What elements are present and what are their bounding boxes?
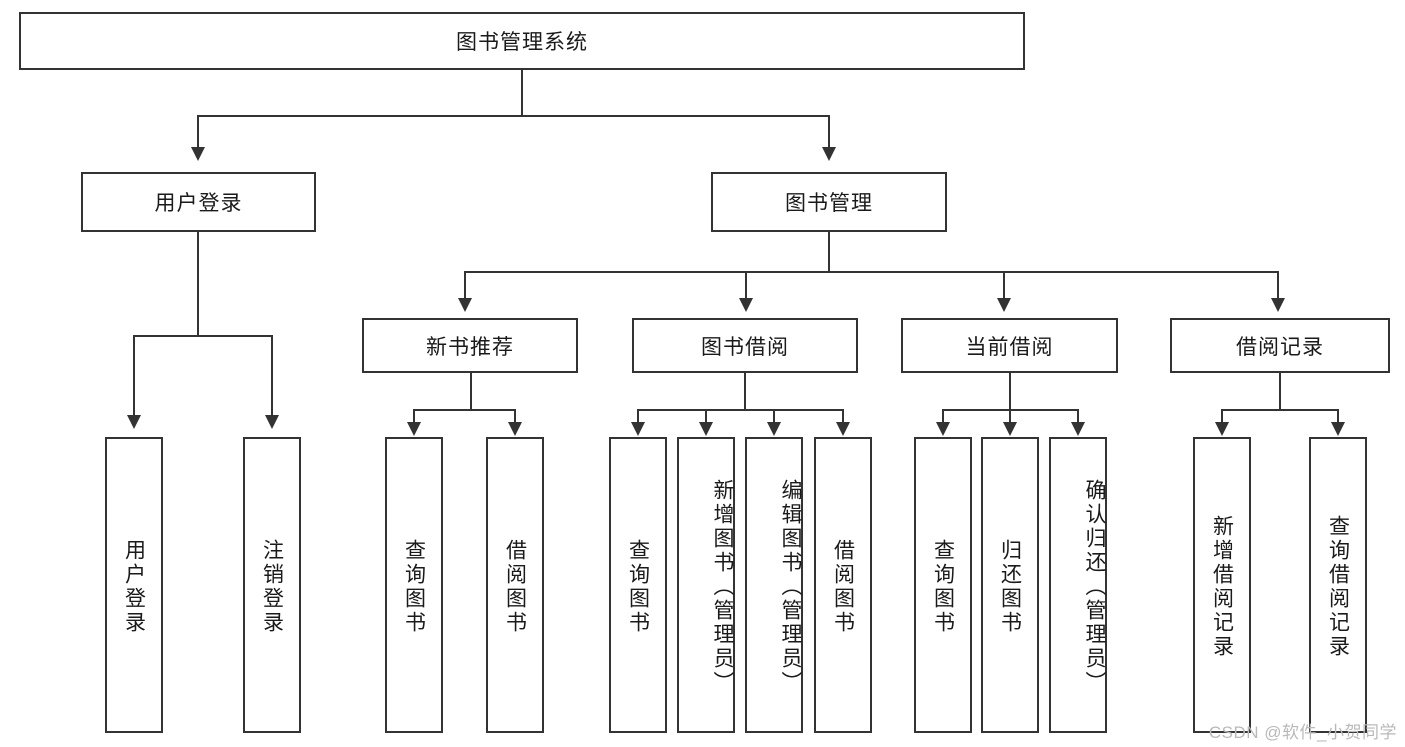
node-book-borrow-label: 图书借阅 [701,335,789,359]
connector-current-borrow-drop-2 [1077,409,1079,422]
leaf-borrow-record-1[interactable]: 查询借阅记录 [1309,437,1367,733]
connector-book-borrow-drop-2 [773,409,775,422]
leaf-new-book-0[interactable]: 查询图书 [385,437,443,733]
arrowhead-leaf-current-borrow-0 [936,422,950,436]
leaf-user-login-1[interactable]: 注销登录 [243,437,301,733]
leaf-book-borrow-3[interactable]: 借阅图书 [814,437,872,733]
node-user-login[interactable]: 用户登录 [81,172,316,232]
arrowhead-current-borrow [997,298,1011,312]
leaf-borrow-record-0[interactable]: 新增借阅记录 [1193,437,1251,733]
connector-user-login-bus [133,335,272,337]
connector-current-borrow-drop-1 [1009,409,1011,422]
arrowhead-book-borrow [739,298,753,312]
connector-current-borrow-drop-0 [942,409,944,422]
connector-borrow-record-drop-1 [1337,409,1339,422]
connector-user-login-drop-1 [271,335,273,415]
arrowhead-new-book [458,298,472,312]
arrowhead-leaf-user-login-0 [127,415,141,429]
leaf-current-borrow-1[interactable]: 归还图书 [981,437,1039,733]
connector-user-login-stem [197,232,199,335]
leaf-current-borrow-0[interactable]: 查询图书 [914,437,972,733]
leaf-current-borrow-1-label: 归还图书 [998,539,1022,635]
connector-borrow-record-stem [1279,373,1281,409]
connector-book-mgmt-drop-1 [745,271,747,298]
connector-book-borrow-drop-0 [637,409,639,422]
connector-book-borrow-stem [744,373,746,409]
arrowhead-leaf-book-borrow-1 [699,422,713,436]
node-book-borrow[interactable]: 图书借阅 [632,318,858,373]
node-new-book-recommend[interactable]: 新书推荐 [362,318,578,373]
connector-root-drop-left [197,115,199,147]
node-current-borrow-label: 当前借阅 [965,335,1054,359]
connector-book-borrow-drop-1 [705,409,707,422]
leaf-user-login-1-label: 注销登录 [260,539,284,635]
arrowhead-leaf-book-borrow-2 [767,422,781,436]
node-current-borrow[interactable]: 当前借阅 [901,318,1118,373]
connector-root-drop-right [828,115,830,147]
connector-book-borrow-drop-3 [842,409,844,422]
node-book-management[interactable]: 图书管理 [711,172,947,232]
node-user-login-label: 用户登录 [154,192,243,215]
leaf-book-borrow-1-label: 新增图书（管理员） [711,479,734,695]
connector-current-borrow-stem [1009,373,1011,409]
node-new-book-recommend-label: 新书推荐 [426,335,514,359]
arrowhead-leaf-book-borrow-0 [631,422,645,436]
node-book-management-label: 图书管理 [785,192,873,215]
connector-new-book-bus [413,409,515,411]
arrowhead-book-mgmt [822,147,836,161]
arrowhead-user-login [191,147,205,161]
leaf-current-borrow-2-label: 确认归还（管理员） [1083,479,1106,695]
arrowhead-leaf-current-borrow-2 [1071,422,1085,436]
arrowhead-borrow-record [1271,298,1285,312]
connector-root-stem [521,70,523,115]
leaf-borrow-record-1-label: 查询借阅记录 [1326,515,1350,659]
arrowhead-leaf-new-book-1 [508,422,522,436]
arrowhead-leaf-new-book-0 [407,422,421,436]
leaf-current-borrow-2[interactable]: 确认归还（管理员） [1049,437,1107,733]
connector-book-mgmt-drop-2 [1003,271,1005,298]
leaf-new-book-1-label: 借阅图书 [503,539,527,635]
leaf-book-borrow-2[interactable]: 编辑图书（管理员） [745,437,803,733]
connector-borrow-record-drop-0 [1221,409,1223,422]
leaf-book-borrow-0[interactable]: 查询图书 [609,437,667,733]
leaf-user-login-0[interactable]: 用户登录 [105,437,163,733]
node-root-label: 图书管理系统 [456,31,588,54]
arrowhead-leaf-current-borrow-1 [1003,422,1017,436]
arrowhead-leaf-user-login-1 [265,415,279,429]
connector-new-book-drop-0 [413,409,415,422]
connector-book-mgmt-stem [828,232,830,271]
leaf-book-borrow-1[interactable]: 新增图书（管理员） [677,437,735,733]
leaf-user-login-0-label: 用户登录 [122,539,146,635]
connector-new-book-drop-1 [514,409,516,422]
connector-book-mgmt-bus [464,271,1278,273]
connector-book-mgmt-drop-0 [464,271,466,298]
connector-root-bus [197,115,830,117]
arrowhead-leaf-book-borrow-3 [836,422,850,436]
connector-book-mgmt-drop-3 [1277,271,1279,298]
node-root[interactable]: 图书管理系统 [19,12,1025,70]
leaf-book-borrow-0-label: 查询图书 [626,539,650,635]
connector-book-borrow-bus [637,409,844,411]
arrowhead-leaf-borrow-record-0 [1215,422,1229,436]
node-borrow-record[interactable]: 借阅记录 [1170,318,1390,373]
leaf-borrow-record-0-label: 新增借阅记录 [1210,515,1234,659]
leaf-book-borrow-2-label: 编辑图书（管理员） [779,479,802,695]
leaf-new-book-1[interactable]: 借阅图书 [486,437,544,733]
leaf-new-book-0-label: 查询图书 [402,539,426,635]
connector-new-book-stem [470,373,472,409]
leaf-book-borrow-3-label: 借阅图书 [831,539,855,635]
connector-borrow-record-bus [1221,409,1338,411]
node-borrow-record-label: 借阅记录 [1236,335,1324,359]
connector-user-login-drop-0 [133,335,135,415]
leaf-current-borrow-0-label: 查询图书 [931,539,955,635]
arrowhead-leaf-borrow-record-1 [1331,422,1345,436]
